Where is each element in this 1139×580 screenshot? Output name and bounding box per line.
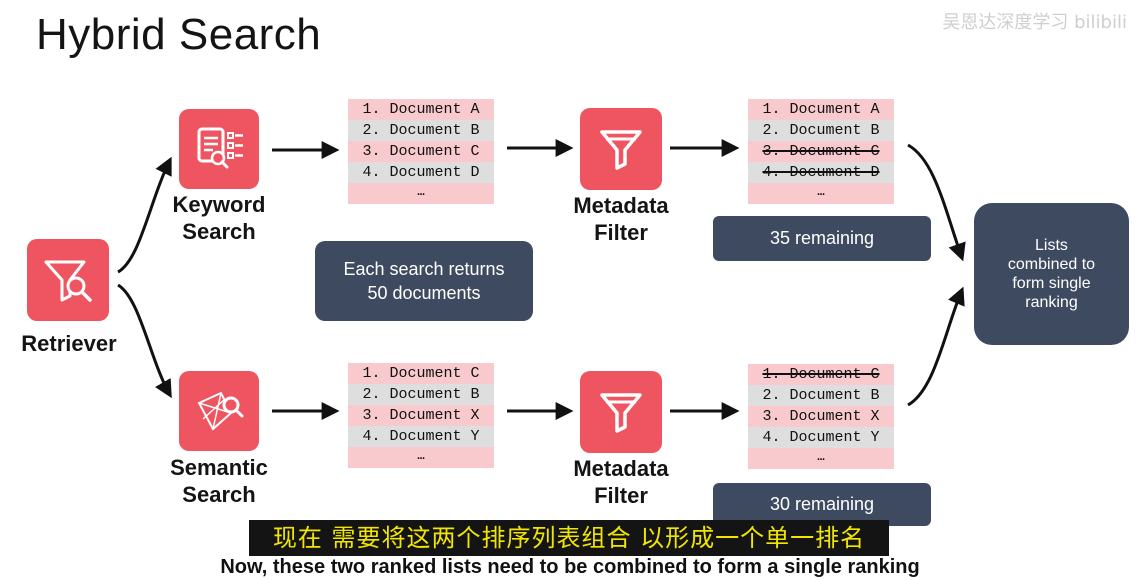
metadata-filter-top-label-line2: Filter [594,220,648,245]
list-item: 2. Document B [748,385,894,406]
metadata-filter-bottom-node [580,371,662,453]
list-item: … [748,183,894,204]
list-item: 1. Document C [348,363,494,384]
metadata-filter-top-label-line1: Metadata [573,193,669,218]
keyword-search-node [179,109,259,189]
page-title: Hybrid Search [36,10,322,59]
remaining-bottom-badge: 30 remaining [713,483,931,526]
keyword-results-list: 1. Document A 2. Document B 3. Document … [348,99,494,204]
semantic-results-list: 1. Document C 2. Document B 3. Document … [348,363,494,468]
list-item-text: 4. Document D [762,164,880,181]
retriever-label: Retriever [21,331,117,356]
list-item-removed: 3. Document C [748,141,894,162]
list-item: … [748,448,894,469]
info-box: Each search returns 50 documents [315,241,533,321]
watermark: 吴恩达深度学习 bilibili [942,12,1127,33]
semantic-search-label-line1: Semantic [170,455,268,480]
vector-magnifier-icon [197,391,244,431]
list-item: … [348,183,494,204]
list-item: 2. Document B [348,120,494,141]
keyword-search-label-line2: Search [182,219,256,244]
filter-funnel-icon [600,130,642,170]
subtitle-english: Now, these two ranked lists need to be c… [220,556,920,578]
list-item: 4. Document Y [348,426,494,447]
list-item-removed: 1. Document C [748,364,894,385]
combined-line4: ranking [1025,294,1078,311]
document-checklist-icon [197,127,243,169]
list-item-text: 3. Document C [762,143,880,160]
remaining-top-badge: 35 remaining [713,216,931,261]
list-item-removed: 4. Document D [748,162,894,183]
arrow-retriever-to-keyword [117,156,172,274]
combined-line3: form single [1012,275,1091,292]
list-item: 3. Document X [348,405,494,426]
metadata-filter-top-label: Metadata Filter [556,192,686,246]
list-item: 3. Document X [748,406,894,427]
semantic-search-label: Semantic Search [152,454,286,508]
list-item: 2. Document B [348,384,494,405]
keyword-filtered-list: 1. Document A 2. Document B 3. Document … [748,99,894,204]
info-box-line1: Each search returns [343,259,505,279]
flow-arrows [117,139,966,420]
arrow-retriever-to-semantic [117,283,172,399]
semantic-search-node [179,371,259,451]
list-item: 1. Document A [748,99,894,120]
list-item: 3. Document C [348,141,494,162]
metadata-filter-top-node [580,108,662,190]
funnel-magnifier-icon [44,260,92,302]
semantic-filtered-list: 1. Document C 2. Document B 3. Document … [748,364,894,469]
combined-line2: combined to [1007,256,1096,273]
list-item: 4. Document Y [748,427,894,448]
combined-line1: Lists [1035,237,1068,254]
keyword-search-label-line1: Keyword [172,192,266,217]
list-item: 4. Document D [348,162,494,183]
metadata-filter-bottom-label: Metadata Filter [556,455,686,509]
subtitle-chinese: 现在 需要将这两个排序列表组合 以形成一个单一排名 [249,520,889,556]
metadata-filter-bottom-label-line2: Filter [594,483,648,508]
semantic-search-label-line2: Search [182,482,256,507]
arrow-keyword-filtered-to-combined [907,143,966,262]
info-box-line2: 50 documents [367,283,481,303]
filter-funnel-icon [600,393,642,433]
combined-ranking-box: Lists combined to form single ranking [974,203,1129,345]
metadata-filter-bottom-label-line1: Metadata [573,456,669,481]
list-item-text: 1. Document C [762,366,880,383]
arrow-semantic-filtered-to-combined [907,286,965,407]
keyword-search-label: Keyword Search [154,191,284,245]
list-item: 2. Document B [748,120,894,141]
list-item: … [348,447,494,468]
retriever-node [27,239,109,321]
list-item: 1. Document A [348,99,494,120]
